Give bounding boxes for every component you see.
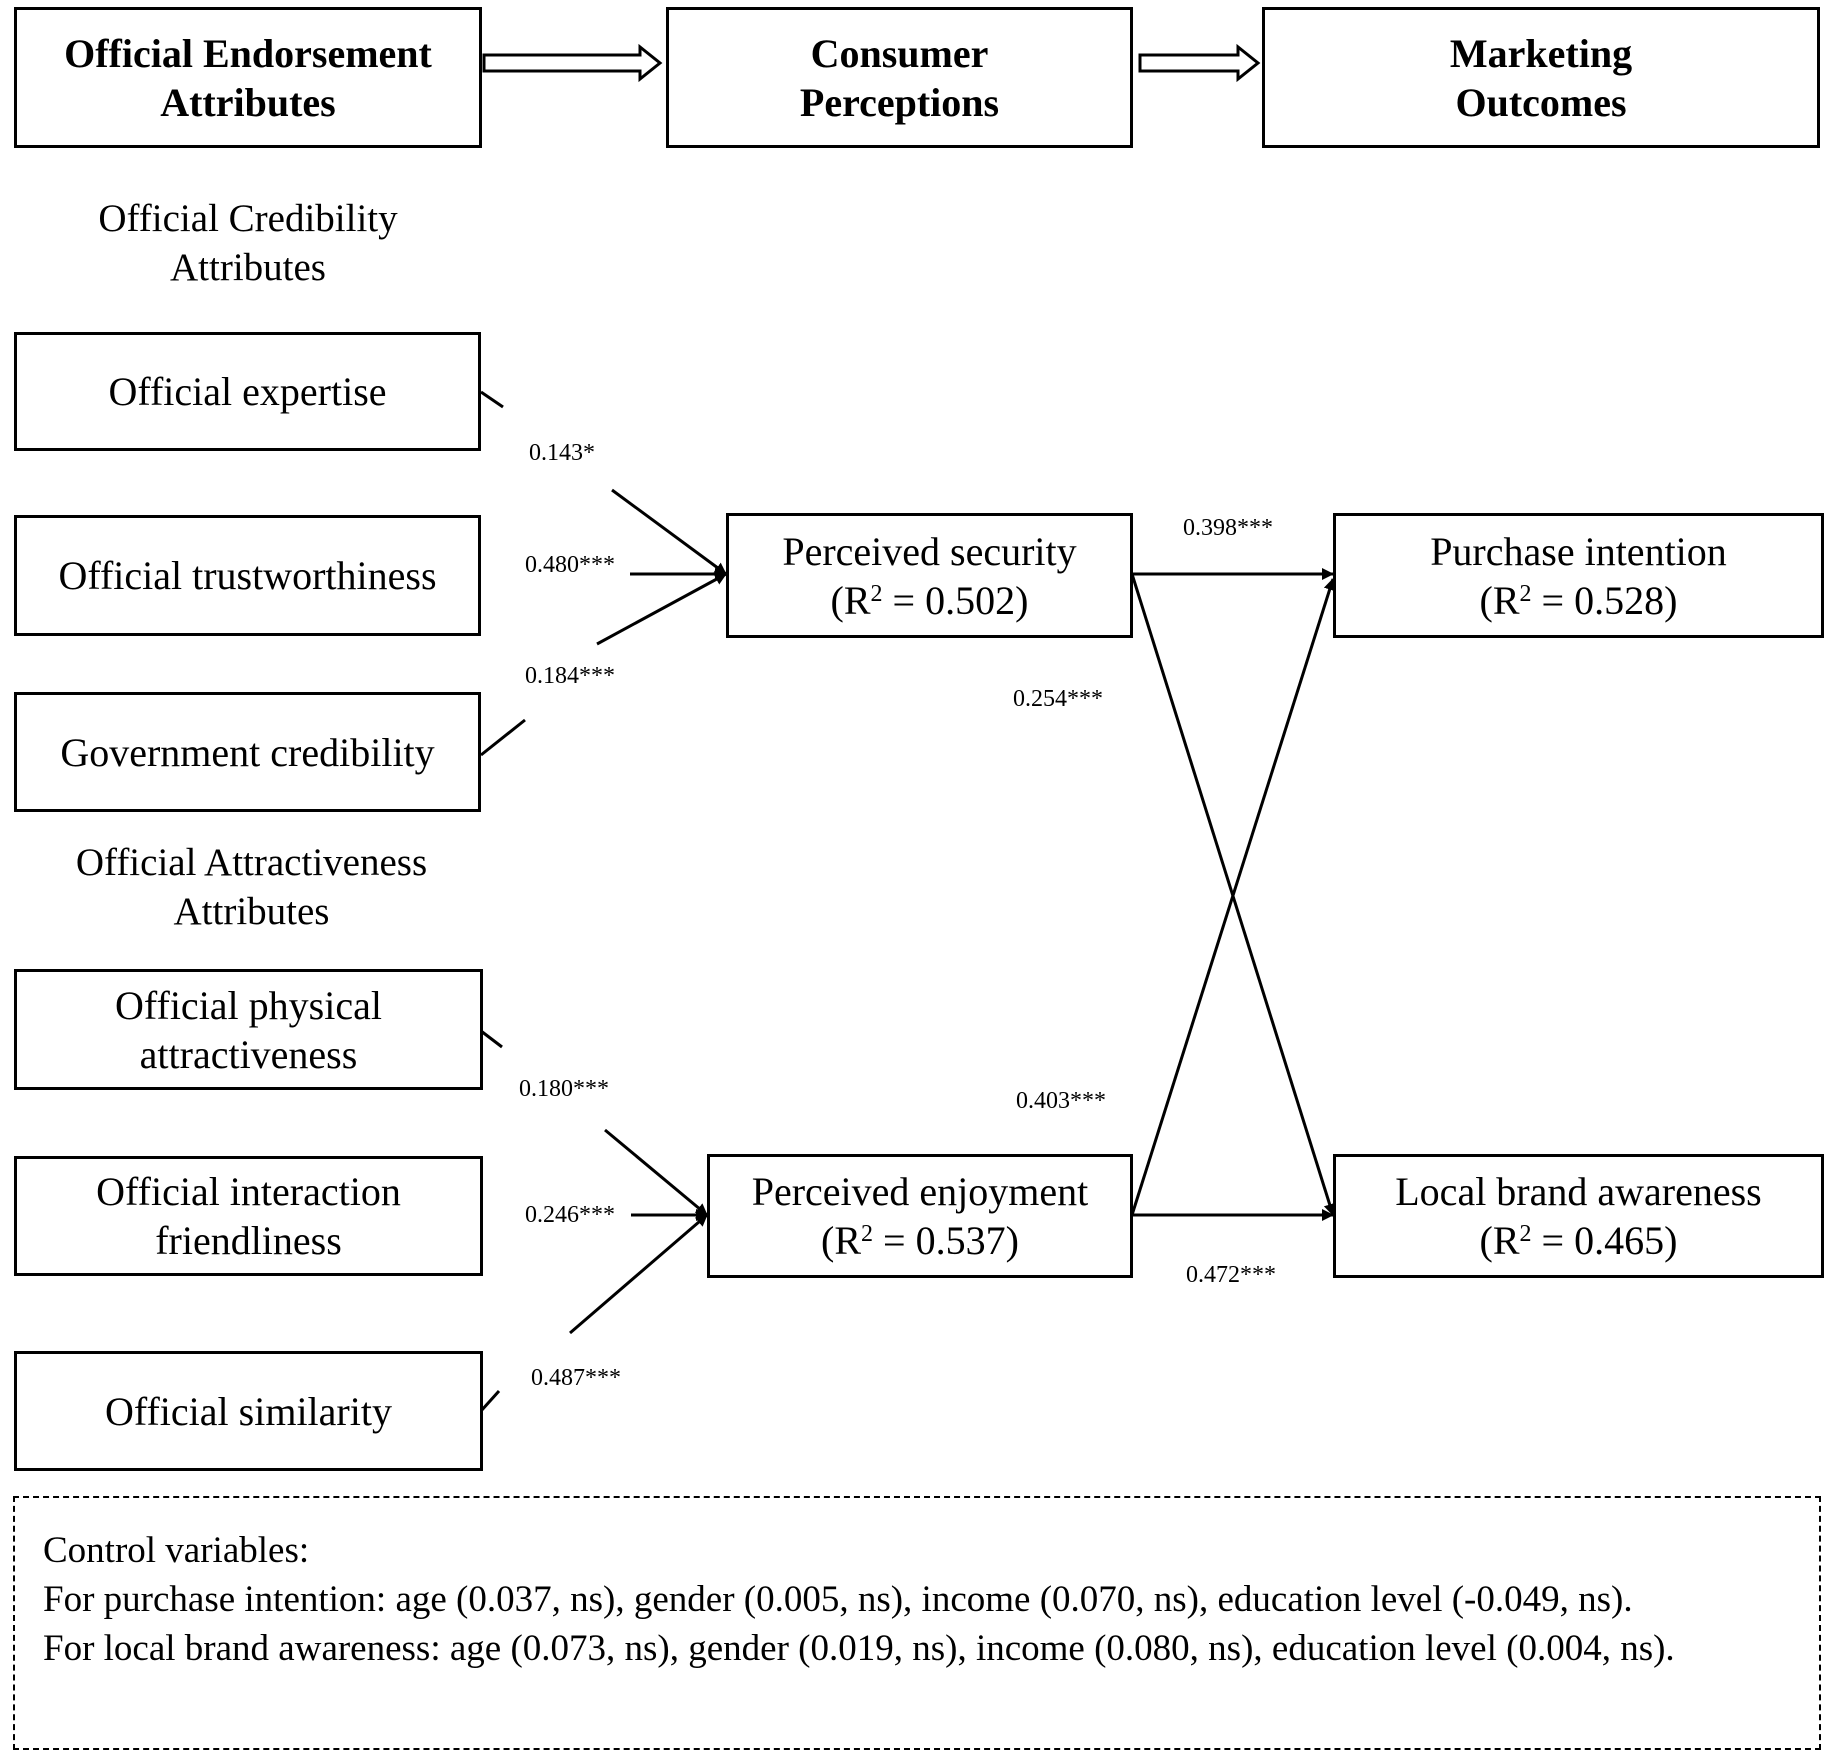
coef-similarity-enjoyment: 0.487*** (531, 1365, 621, 1391)
box-purchase-intention: Purchase intention (R2 = 0.528) (1333, 513, 1824, 638)
coef-physical-enjoyment: 0.180*** (519, 1076, 609, 1102)
path-enjoyment-purchase (1130, 578, 1336, 1216)
coef-enjoyment-purchase: 0.403*** (1016, 1088, 1106, 1114)
header-arrow-2 (1138, 43, 1261, 83)
coef-trust-security: 0.480*** (525, 552, 615, 578)
controls-purchase: For purchase intention: age (0.037, ns),… (43, 1579, 1633, 1620)
path-similarity-enjoyment-lower (479, 1389, 501, 1413)
path-physical-enjoyment (480, 1029, 503, 1049)
coef-gov-security: 0.184*** (525, 663, 615, 689)
coef-enjoyment-awareness: 0.472*** (1186, 1262, 1276, 1288)
box-local-brand-awareness: Local brand awareness (R2 = 0.465) (1333, 1154, 1824, 1278)
box-government-credibility: Government credibility (14, 692, 481, 812)
path-gov-security (596, 572, 727, 646)
header-arrow-1 (482, 43, 663, 83)
coef-expertise-security: 0.143* (529, 440, 595, 466)
box-official-similarity: Official similarity (14, 1351, 483, 1471)
box-official-trustworthiness: Official trustworthiness (14, 515, 481, 636)
path-expertise-security (480, 390, 504, 409)
coef-interaction-enjoyment: 0.246*** (525, 1202, 615, 1228)
path-similarity-enjoyment (569, 1213, 708, 1335)
box-perceived-security: Perceived security (R2 = 0.502) (726, 513, 1133, 638)
control-variables-note: Control variables: For purchase intentio… (13, 1496, 1821, 1750)
path-gov-security-lower (480, 718, 526, 757)
path-expertise-security-lower (611, 488, 727, 576)
controls-awareness: For local brand awareness: age (0.073, n… (43, 1628, 1675, 1669)
box-perceived-enjoyment: Perceived enjoyment (R2 = 0.537) (707, 1154, 1133, 1278)
controls-title: Control variables: (43, 1530, 310, 1571)
path-physical-enjoyment-lower (604, 1128, 708, 1217)
box-official-expertise: Official expertise (14, 332, 481, 451)
coef-security-awareness: 0.254*** (1013, 686, 1103, 712)
coef-security-purchase: 0.398*** (1183, 515, 1273, 541)
